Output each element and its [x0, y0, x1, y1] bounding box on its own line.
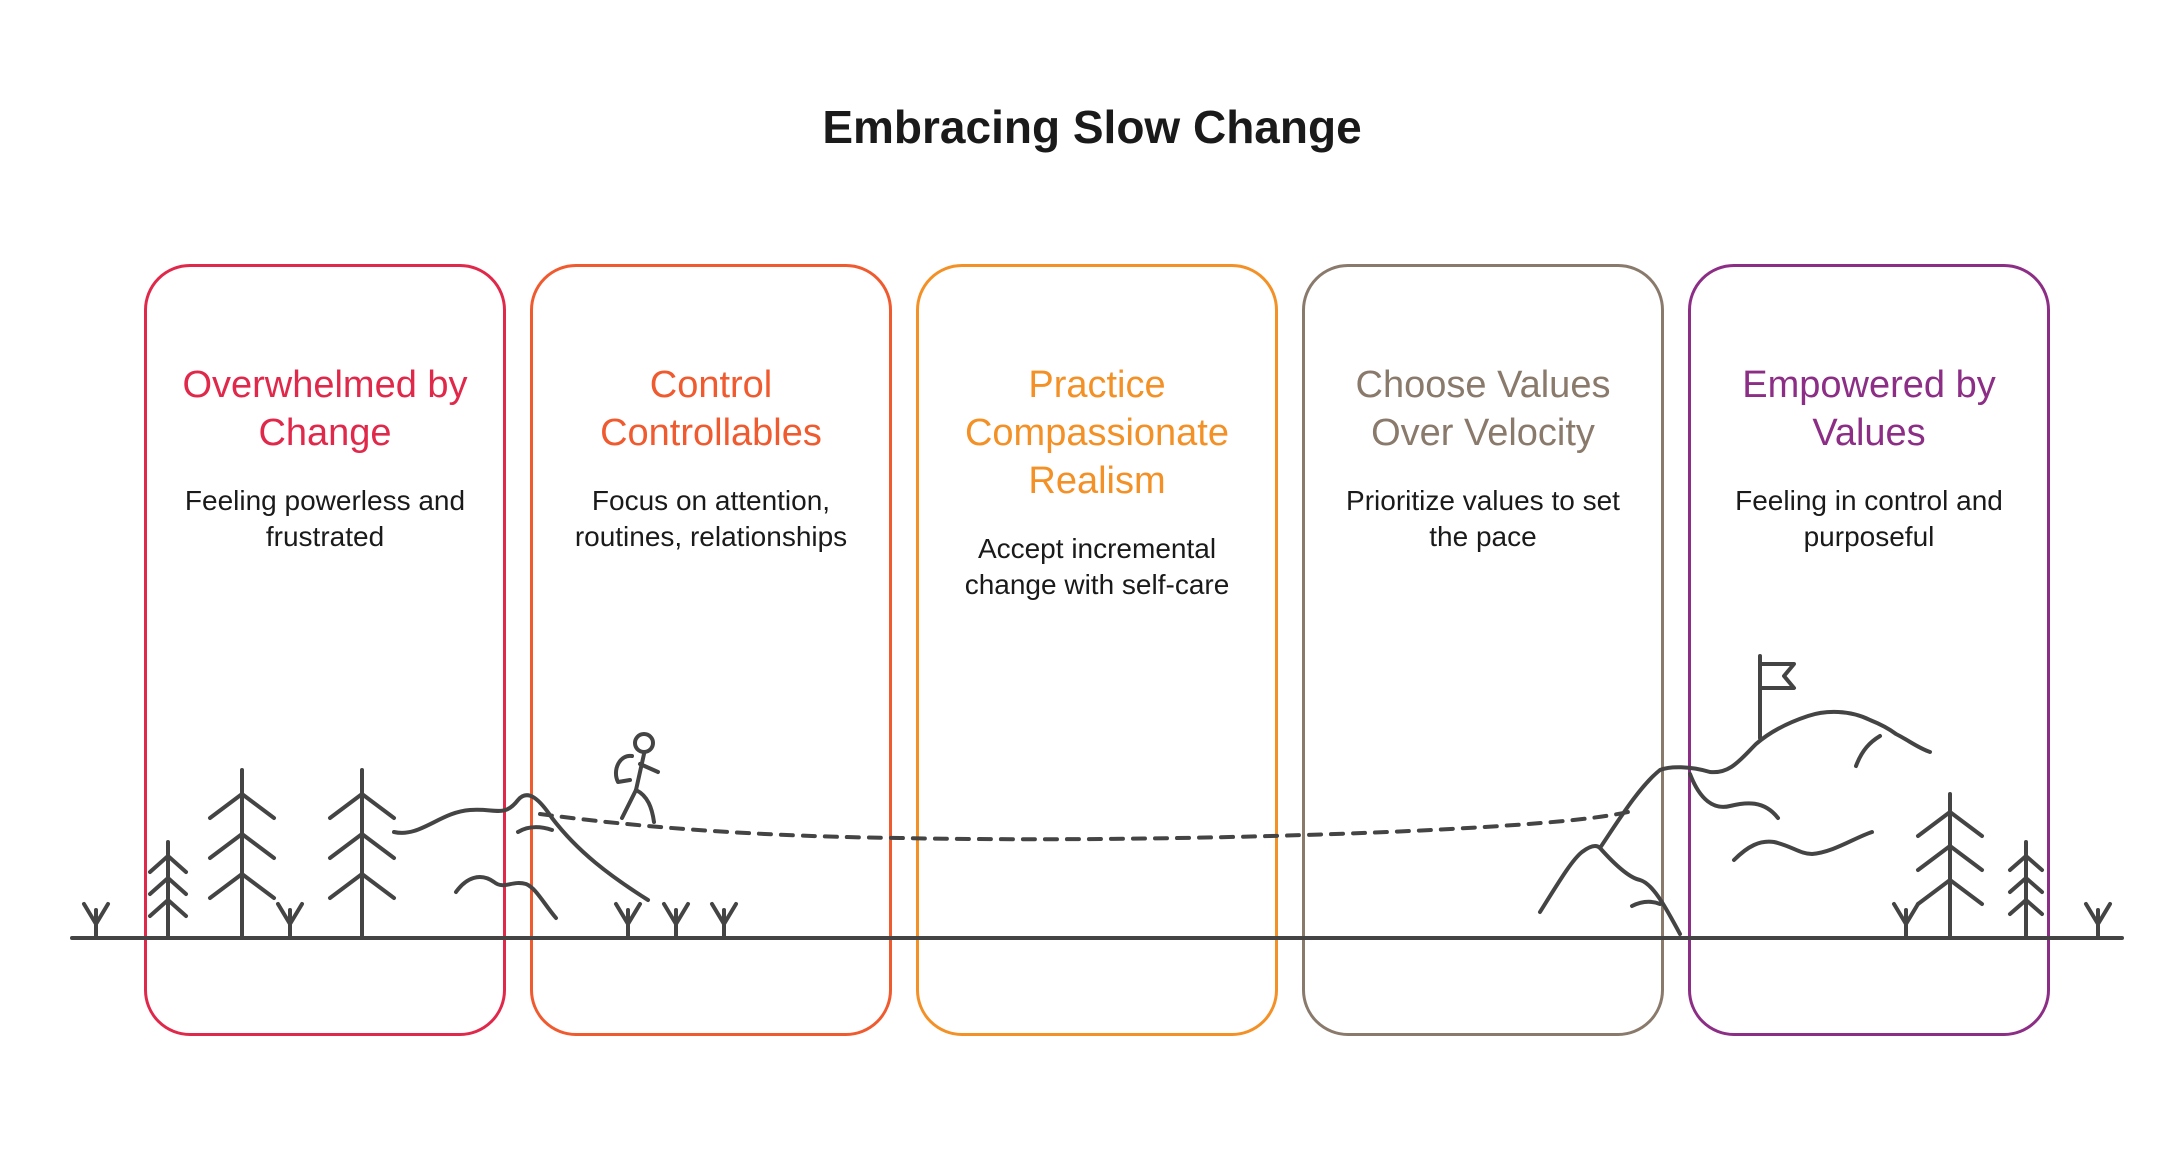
stage-description-line: purposeful	[1803, 521, 1935, 552]
stage-description-line: change with self-care	[964, 569, 1230, 600]
grass-icon	[662, 902, 690, 938]
stage-card-compassion: Practice Compassionate Realism Accept in…	[916, 264, 1278, 1036]
stage-description-line: Feeling powerless and	[184, 485, 466, 516]
stage-title-line: Controllables	[600, 412, 822, 454]
stage-title-line: Over Velocity	[1371, 412, 1595, 454]
stage-title-line: Overwhelmed by	[182, 364, 468, 406]
stage-description-line: Prioritize values to set	[1346, 485, 1620, 516]
stage-description-line: the pace	[1429, 521, 1537, 552]
dashed-path	[538, 810, 1630, 842]
stage-title: Control Controllables	[533, 361, 889, 457]
grass-icon	[710, 902, 738, 938]
hill-icon	[392, 793, 650, 920]
stage-title-line: Change	[258, 412, 392, 454]
mountain-icon	[1538, 709, 1932, 936]
stage-description: Focus on attention, routines, relationsh…	[533, 483, 889, 555]
tree-icon	[328, 768, 396, 940]
stage-title: Practice Compassionate Realism	[919, 361, 1275, 505]
stage-description-line: Focus on attention,	[591, 485, 831, 516]
stage-title-line: Practice	[1028, 364, 1166, 406]
grass-icon	[276, 902, 304, 938]
stage-description: Feeling powerless and frustrated	[147, 483, 503, 555]
stage-description-line: frustrated	[265, 521, 385, 552]
stage-card-control: Control Controllables Focus on attention…	[530, 264, 892, 1036]
stage-card-empowered: Empowered by Values Feeling in control a…	[1688, 264, 2050, 1036]
stage-title-line: Empowered by	[1742, 364, 1996, 406]
tree-icon	[208, 768, 276, 940]
stage-title-line: Compassionate	[964, 412, 1230, 454]
tree-icon	[148, 840, 188, 940]
stage-title: Empowered by Values	[1691, 361, 2047, 457]
tree-icon	[2008, 840, 2044, 940]
stage-description-line: Feeling in control and	[1735, 485, 2003, 516]
stage-title: Overwhelmed by Change	[147, 361, 503, 457]
stage-card-overwhelmed: Overwhelmed by Change Feeling powerless …	[144, 264, 506, 1036]
flag-icon	[1758, 654, 1796, 740]
stage-title-line: Values	[1812, 412, 1926, 454]
page-title: Embracing Slow Change	[822, 101, 1362, 153]
stage-title-line: Realism	[1028, 460, 1166, 502]
tree-icon	[1916, 792, 1984, 940]
stage-description-line: Accept incremental	[977, 533, 1217, 564]
stage-description: Feeling in control and purposeful	[1691, 483, 2047, 555]
stage-description: Accept incremental change with self-care	[919, 531, 1275, 603]
stage-card-values: Choose Values Over Velocity Prioritize v…	[1302, 264, 1664, 1036]
grass-icon	[614, 902, 642, 938]
hiker-icon	[613, 732, 660, 824]
stage-title: Choose Values Over Velocity	[1305, 361, 1661, 457]
grass-icon	[1892, 902, 1920, 938]
grass-icon	[82, 902, 110, 938]
stage-title-line: Control	[649, 364, 773, 406]
stage-description: Prioritize values to set the pace	[1305, 483, 1661, 555]
grass-icon	[2084, 902, 2112, 938]
stage-description-line: routines, relationships	[574, 521, 848, 552]
stage-title-line: Choose Values	[1355, 364, 1611, 406]
